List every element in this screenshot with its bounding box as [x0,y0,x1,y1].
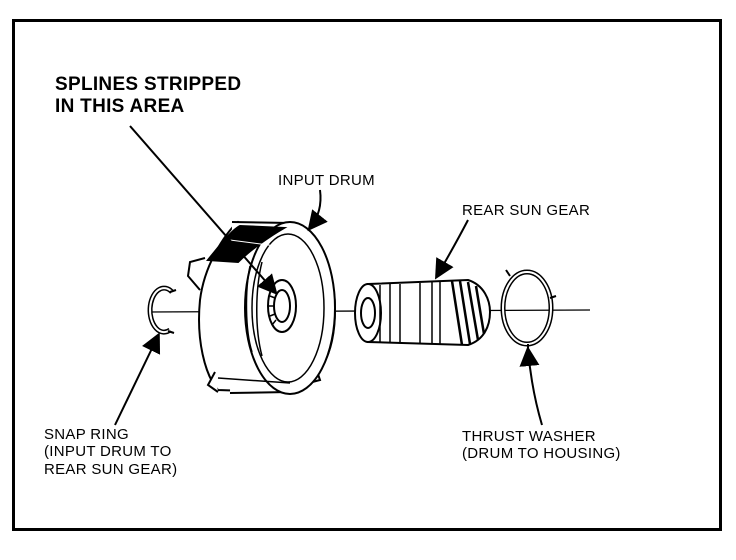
diagram-frame [12,19,722,531]
input-drum-leader-arrow [307,189,328,232]
splines-label: SPLINES STRIPPED IN THIS AREA [55,74,241,118]
snap-ring-label-line3: REAR SUN GEAR) [44,460,178,478]
input-drum-label: INPUT DRUM [278,172,375,189]
thrust-washer-leader-arrow [519,346,543,426]
thrust-washer [500,269,557,350]
snap-ring-label-line2: (INPUT DRUM TO [44,443,172,461]
thrust-washer-label: THRUST WASHER (DRUM TO HOUSING) [462,428,621,463]
thrust-washer-label-line1: THRUST WASHER [462,428,596,445]
snap-ring [147,285,177,335]
snap-ring-label-line1: SNAP RING [44,426,129,443]
splines-label-line1: SPLINES STRIPPED [55,74,242,95]
snap-ring-leader-arrow [114,332,161,426]
splines-leader-arrow [129,125,278,296]
rear-sun-gear-leader-arrow [435,219,469,280]
splines-label-line2: IN THIS AREA [55,95,185,117]
input-drum [186,220,337,395]
rear-sun-gear-label: REAR SUN GEAR [462,202,591,219]
rear-sun-gear [354,278,492,347]
snap-ring-label: SNAP RING (INPUT DRUM TO REAR SUN GEAR) [44,426,177,478]
thrust-washer-label-line2: (DRUM TO HOUSING) [462,445,621,463]
